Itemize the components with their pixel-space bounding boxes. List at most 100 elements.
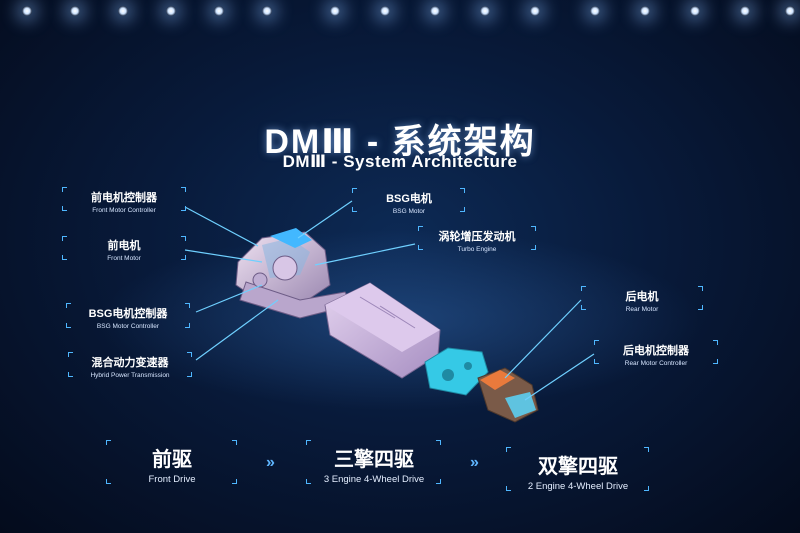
bracket: [106, 440, 111, 445]
bracket: [106, 479, 111, 484]
light-icon: [262, 6, 272, 16]
leader-lines: [184, 200, 595, 401]
bracket: [418, 245, 423, 250]
drive-mode-en: 3 Engine 4-Wheel Drive: [323, 474, 425, 485]
bracket: [713, 359, 718, 364]
label-hybrid-power-transmission: 混合动力变速器 Hybrid Power Transmission: [68, 354, 192, 379]
bracket: [66, 303, 71, 308]
drive-mode-3-engine: 三擎四驱 3 Engine 4-Wheel Drive: [308, 443, 440, 485]
bracket: [187, 372, 192, 377]
label-cn: 后电机控制器: [623, 345, 689, 357]
label-en: Turbo Engine: [457, 246, 497, 253]
bracket: [506, 486, 511, 491]
bracket: [581, 286, 586, 291]
light-icon: [22, 6, 32, 16]
light-icon: [330, 6, 340, 16]
label-en: Front Motor Controller: [92, 207, 156, 214]
bracket: [698, 286, 703, 291]
label-en: Rear Motor Controller: [624, 360, 688, 367]
bracket: [187, 352, 192, 357]
chevron-right-icon: »: [266, 454, 275, 471]
label-rear-motor-controller: 后电机控制器 Rear Motor Controller: [594, 342, 718, 367]
bracket: [713, 340, 718, 345]
light-icon: [430, 6, 440, 16]
label-cn: BSG电机: [386, 193, 432, 205]
light-icon: [785, 6, 795, 16]
stage-lights: [0, 0, 800, 40]
bracket: [436, 440, 441, 445]
bracket: [644, 447, 649, 452]
bracket: [181, 236, 186, 241]
light-icon: [166, 6, 176, 16]
light-icon: [530, 6, 540, 16]
label-turbo-engine: 涡轮增压发动机 Turbo Engine: [418, 228, 536, 253]
label-cn: 前电机: [107, 240, 141, 252]
light-icon: [640, 6, 650, 16]
light-icon: [70, 6, 80, 16]
drive-mode-cn: 双擎四驱: [538, 456, 618, 478]
label-en: BSG Motor: [392, 208, 426, 215]
bracket: [62, 187, 67, 192]
drive-mode-2-engine: 双擎四驱 2 Engine 4-Wheel Drive: [508, 450, 648, 492]
label-bsg-motor-controller: BSG电机控制器 BSG Motor Controller: [66, 305, 190, 330]
bracket: [418, 226, 423, 231]
bracket: [581, 305, 586, 310]
label-en: Front Motor: [107, 255, 141, 262]
label-cn: 涡轮增压发动机: [438, 231, 516, 243]
bracket: [232, 440, 237, 445]
bracket: [62, 255, 67, 260]
drive-mode-en: Front Drive: [148, 474, 196, 485]
light-icon: [214, 6, 224, 16]
bracket: [62, 236, 67, 241]
bracket: [698, 305, 703, 310]
drive-mode-en: 2 Engine 4-Wheel Drive: [527, 481, 629, 492]
label-rear-motor: 后电机 Rear Motor: [581, 288, 703, 313]
bracket: [644, 486, 649, 491]
label-cn: 混合动力变速器: [91, 357, 169, 369]
label-front-motor-controller: 前电机控制器 Front Motor Controller: [62, 189, 186, 214]
bracket: [352, 207, 357, 212]
bracket: [594, 340, 599, 345]
bracket: [531, 226, 536, 231]
bracket: [460, 188, 465, 193]
label-en: Hybrid Power Transmission: [90, 372, 170, 379]
light-icon: [740, 6, 750, 16]
light-icon: [690, 6, 700, 16]
label-cn: 后电机: [625, 291, 659, 303]
bracket: [68, 352, 73, 357]
chevron-right-icon: »: [470, 454, 479, 471]
light-icon: [380, 6, 390, 16]
label-cn: BSG电机控制器: [88, 308, 168, 320]
drive-mode-cn: 前驱: [152, 449, 192, 471]
bracket: [181, 206, 186, 211]
battery-pack: [324, 282, 441, 379]
label-bsg-motor: BSG电机 BSG Motor: [352, 190, 466, 215]
label-en: BSG Motor Controller: [96, 323, 160, 330]
front-powertrain: [235, 228, 353, 319]
bracket: [181, 255, 186, 260]
light-icon: [118, 6, 128, 16]
page-subtitle: DMⅢ - System Architecture: [282, 152, 518, 171]
bracket: [460, 207, 465, 212]
light-icon: [480, 6, 490, 16]
label-en: Rear Motor: [625, 306, 659, 313]
bracket: [436, 479, 441, 484]
bracket: [66, 323, 71, 328]
bracket: [594, 359, 599, 364]
bracket: [352, 188, 357, 193]
bracket: [232, 479, 237, 484]
page-title: DMⅢ - 系统架构: [264, 123, 536, 161]
bracket: [62, 206, 67, 211]
bracket: [531, 245, 536, 250]
light-icon: [590, 6, 600, 16]
bracket: [185, 323, 190, 328]
bracket: [306, 440, 311, 445]
drive-mode-cn: 三擎四驱: [334, 449, 414, 471]
bracket: [185, 303, 190, 308]
bracket: [68, 372, 73, 377]
label-front-motor: 前电机 Front Motor: [62, 237, 186, 262]
drive-mode-front: 前驱 Front Drive: [108, 443, 236, 485]
bracket: [181, 187, 186, 192]
